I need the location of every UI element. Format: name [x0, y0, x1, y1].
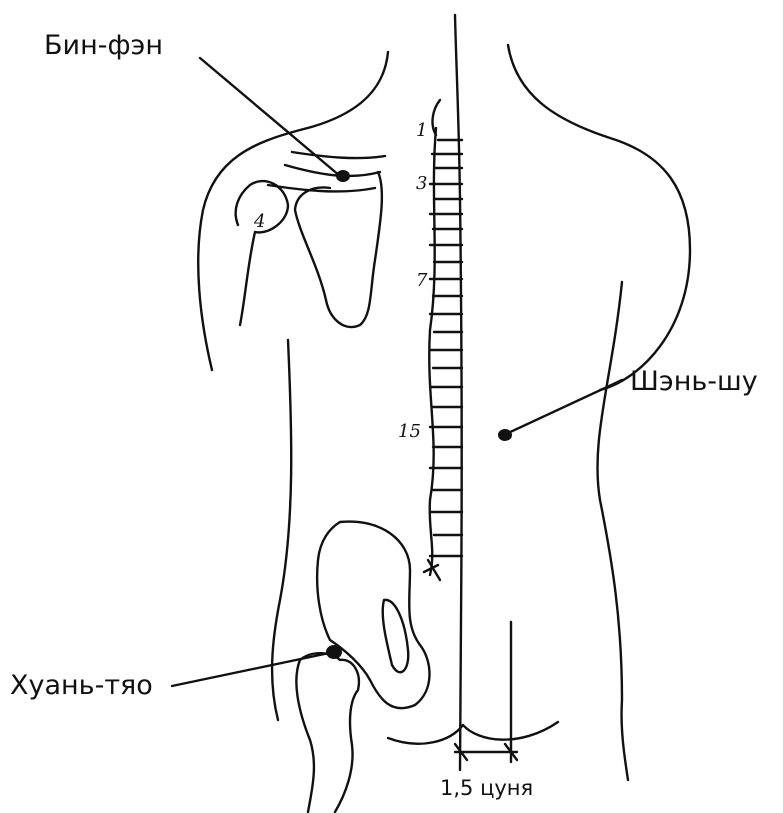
vertebra-label-1: 1: [416, 122, 427, 140]
humerus-head: [236, 181, 288, 325]
body-outline-left: [198, 52, 388, 370]
point-shen-shu: [498, 429, 512, 441]
label-bin-fen: Бин-фэн: [44, 32, 163, 59]
label-huan-tiao: Хуань-тяо: [10, 672, 153, 699]
pelvis: [317, 522, 429, 709]
label-distance: 1,5 цуня: [440, 778, 533, 799]
clavicle: [268, 152, 385, 191]
leader-huan-tiao: [172, 652, 334, 686]
scapula: [295, 172, 382, 327]
torso-right-side: [597, 282, 628, 780]
pelvis-inner: [383, 600, 409, 672]
body-outline-right: [508, 45, 690, 390]
spine-midline: [455, 15, 462, 770]
leader-shen-shu: [506, 380, 622, 434]
buttock-line: [388, 722, 558, 744]
point-huan-tiao: [326, 645, 342, 659]
vertebra-label-15: 15: [398, 423, 421, 441]
vertebrae-column: [424, 100, 462, 580]
vertebra-label-7: 7: [416, 272, 427, 290]
label-shen-shu: Шэнь-шу: [630, 368, 758, 395]
vertebra-label-3: 3: [416, 175, 427, 193]
femur: [296, 653, 359, 812]
point-bin-fen: [336, 170, 350, 182]
humerus-label-4: 4: [254, 213, 265, 231]
leader-bin-fen: [200, 58, 340, 176]
